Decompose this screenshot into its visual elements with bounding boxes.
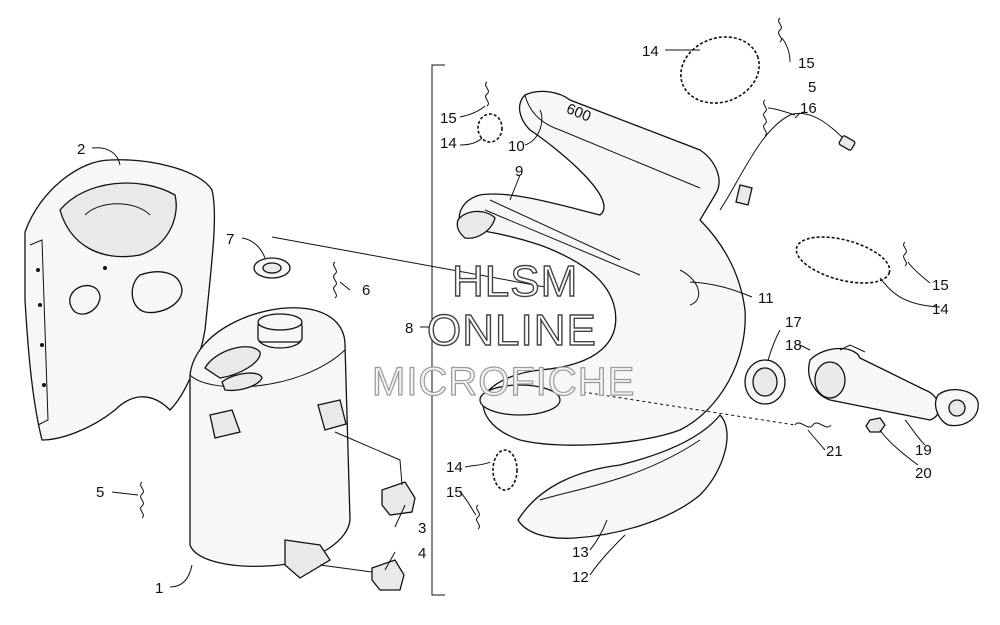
watermark-line-3: MICROFICHE: [372, 360, 635, 404]
flange-gasket-19: [934, 389, 979, 427]
chain-14-lower-left: [492, 449, 518, 491]
callout-14-top: 14: [642, 43, 659, 60]
callout-14-mid-right: 14: [932, 301, 949, 318]
callout-13: 13: [572, 544, 589, 561]
callout-15-top-right: 15: [798, 55, 815, 72]
nut-20: [865, 417, 886, 433]
callout-11: 11: [758, 290, 774, 307]
callout-20: 20: [915, 465, 932, 482]
heat-shield-cover: [24, 159, 216, 441]
watermark-line-2: ONLINE: [427, 306, 597, 355]
callout-17: 17: [785, 314, 802, 331]
callout-8: 8: [405, 320, 413, 337]
mount-block-4: [371, 559, 405, 591]
callout-16: 16: [800, 100, 817, 117]
callout-19: 19: [915, 442, 932, 459]
callout-4: 4: [418, 545, 426, 562]
spring-15-top-right: [778, 17, 782, 43]
callout-2: 2: [77, 141, 85, 158]
spring-5-left: [140, 481, 144, 519]
gasket-17: [744, 359, 786, 405]
muffler-canister: [189, 307, 351, 579]
callout-14-lower-left: 14: [446, 459, 463, 476]
callout-12: 12: [572, 569, 589, 586]
mount-block-3: [381, 481, 416, 516]
callout-6: 6: [362, 282, 370, 299]
spring-6: [333, 261, 337, 299]
callout-5-left: 5: [96, 484, 104, 501]
callout-10: 10: [508, 138, 525, 155]
watermark-line-1: HLSM: [452, 257, 578, 306]
callout-5-right: 5: [808, 79, 816, 96]
callout-3: 3: [418, 520, 426, 537]
exhaust-manifold: [808, 344, 940, 421]
grommet: [253, 257, 291, 279]
watermark: HLSM ONLINE MICROFICHE: [371, 256, 635, 404]
chain-14-upper-left: [477, 113, 503, 143]
callout-9: 9: [515, 163, 523, 180]
chain-14-mid-right: [795, 236, 891, 284]
assembly-bracket: [420, 64, 445, 596]
callout-15-lower-left: 15: [446, 484, 463, 501]
spring-15-mid-right: [903, 241, 907, 267]
callout-15-mid-right: 15: [932, 277, 949, 294]
leader-lines: [91, 37, 941, 588]
callout-labels: 1 2 3 4 5 5 6 7 8 9 10 11 12 13 14 14 14…: [77, 43, 949, 597]
lower-heat-shield: [517, 414, 728, 539]
spring-15-lower-left: [476, 504, 480, 530]
callout-18: 18: [785, 337, 802, 354]
callout-7: 7: [226, 231, 234, 248]
spring-21: [794, 422, 832, 428]
callout-14-upper-left: 14: [440, 135, 457, 152]
callout-15-upper-left: 15: [440, 110, 457, 127]
spring-5-top-right: [763, 99, 767, 137]
expansion-chamber: [456, 90, 746, 446]
sensor-16: [719, 113, 856, 211]
callout-1: 1: [155, 580, 163, 597]
spring-15-upper-left: [485, 81, 489, 107]
chain-14-top: [680, 36, 760, 104]
callout-21: 21: [826, 443, 843, 460]
